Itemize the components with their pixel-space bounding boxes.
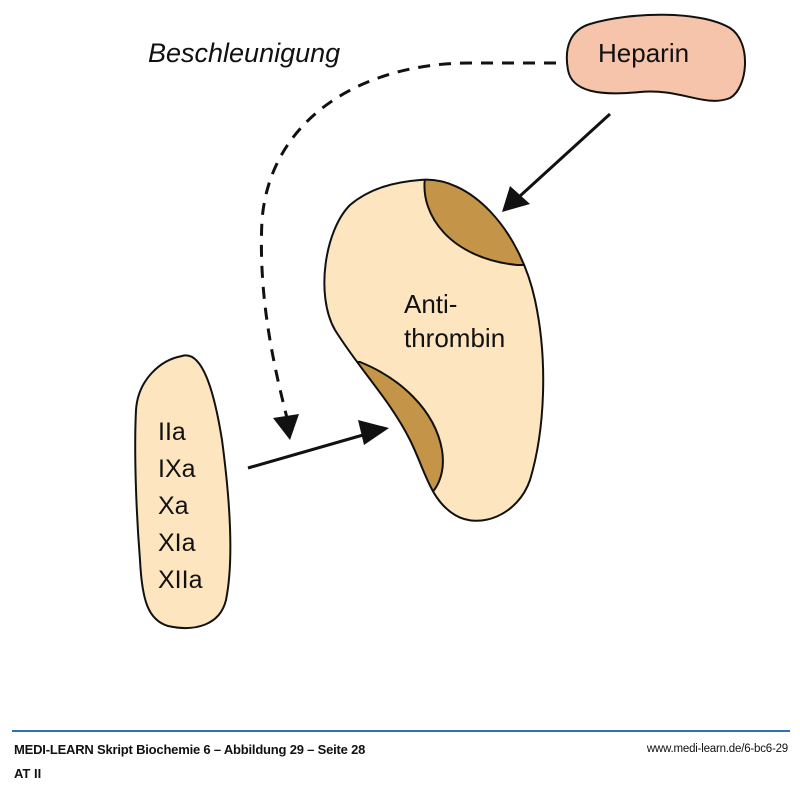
footer-url[interactable]: www.medi-learn.de/6-bc6-29	[646, 743, 788, 755]
footer-title: MEDI-LEARN Skript Biochemie 6 – Abbildun…	[14, 742, 366, 757]
heparin-label: Heparin	[598, 38, 689, 68]
factor-item: IIa	[158, 418, 186, 446]
factor-binding-arrowhead	[358, 420, 389, 445]
factor-item: Xa	[158, 492, 189, 520]
acceleration-dashed-arrow	[259, 61, 556, 419]
factor-item: XIa	[158, 529, 196, 557]
factor-binding-arrow	[247, 431, 371, 470]
factor-list: IIa IXa Xa XIa XIIa	[158, 418, 203, 594]
antithrombin-diagram: Heparin Anti- thrombin IIa IXa Xa XIa XI…	[134, 13, 746, 630]
antithrombin-shape	[324, 179, 544, 521]
heparin-binding-arrow	[518, 112, 612, 198]
coagulation-factors-shape	[134, 354, 232, 630]
heparin-shape	[565, 13, 746, 102]
footer-divider	[12, 730, 790, 732]
factor-item: IXa	[158, 455, 196, 483]
acceleration-label: Beschleunigung	[148, 38, 340, 68]
antithrombin-label-line1: Anti-	[404, 289, 457, 319]
heparin-binding-arrowhead	[502, 186, 530, 212]
antithrombin-label-line2: thrombin	[404, 323, 505, 353]
acceleration-arrowhead	[273, 414, 299, 440]
antithrombin-outline	[323, 178, 545, 522]
footer-subtitle: AT II	[14, 766, 42, 781]
factor-item: XIIa	[158, 566, 203, 594]
